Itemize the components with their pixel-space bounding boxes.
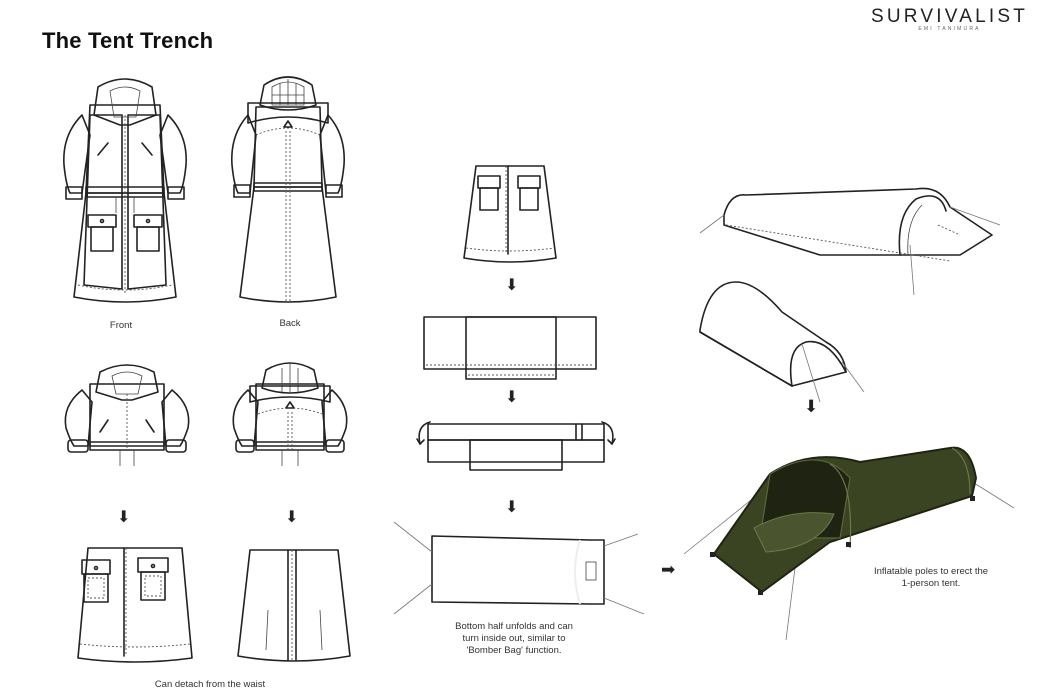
jacket-back-illustration [232, 362, 348, 466]
coat-back-illustration [231, 76, 345, 303]
back-label: Back [279, 318, 301, 329]
tent-sketch-long-view [699, 187, 1001, 296]
detach-caption: Can detach from the waist [154, 679, 266, 690]
skirt-front-illustration [77, 547, 193, 663]
fold-caption-line-1: Bottom half unfolds and can [455, 621, 573, 632]
arrow-down-icon: ⬇ [505, 389, 519, 406]
tent-caption: Inflatable poles to erect the 1-person t… [846, 566, 1016, 590]
arrow-right-icon: ➡ [661, 560, 676, 579]
skirt-back-illustration [237, 549, 351, 662]
arrow-down-icon: ⬇ [804, 397, 819, 416]
tent-sketch-dome-view [699, 281, 865, 403]
coat-front-illustration [63, 78, 187, 303]
brand-subtitle: EMI TANIMURA [918, 26, 981, 32]
fold-caption-line-3: 'Bomber Bag' function. [466, 645, 562, 656]
tent-final-green [683, 446, 1015, 641]
fold-caption-line-2: turn inside out, similar to [462, 633, 566, 644]
arrow-down-icon: ⬇ [285, 509, 299, 526]
fold-step-3-rolled [416, 421, 616, 471]
jacket-front-illustration [64, 364, 190, 466]
tent-caption-line-1: Inflatable poles to erect the [873, 566, 989, 577]
arrow-down-icon: ⬇ [117, 509, 131, 526]
arrow-down-icon: ⬇ [505, 499, 519, 516]
fold-step-4-bag-open [393, 521, 645, 615]
brand-name: SURVIVALIST [871, 6, 1028, 27]
arrow-down-icon: ⬇ [505, 277, 519, 294]
page-title: The Tent Trench [42, 28, 214, 53]
fold-step-2-flat [423, 316, 597, 380]
front-label: Front [109, 320, 133, 331]
tent-caption-line-2: 1-person tent. [901, 578, 961, 589]
fold-step-1-skirt [463, 165, 557, 263]
brand-logo: SURVIVALIST EMI TANIMURA [871, 6, 1028, 32]
fold-caption: Bottom half unfolds and can turn inside … [414, 621, 614, 657]
